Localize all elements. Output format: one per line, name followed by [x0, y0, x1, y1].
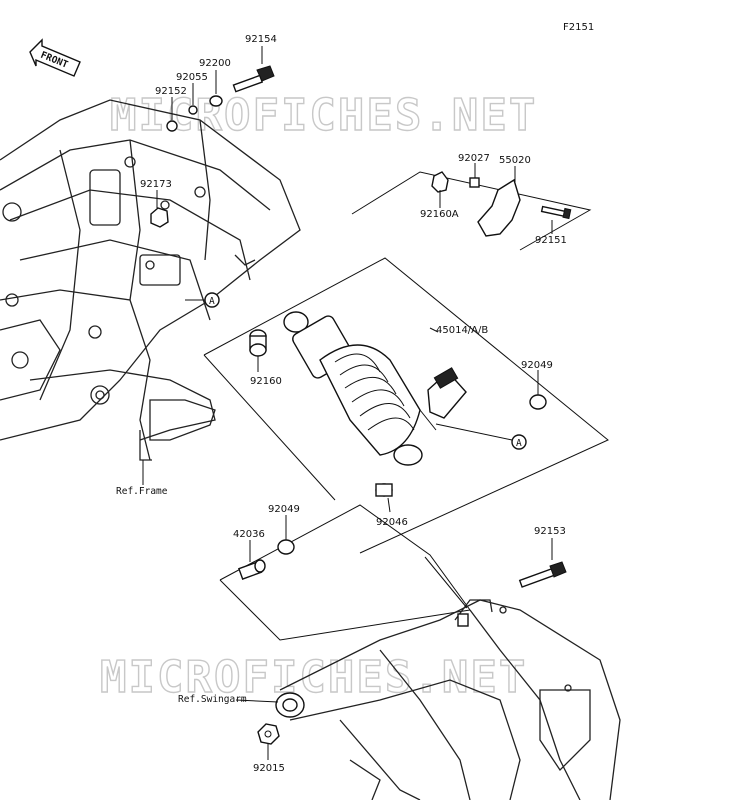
bolt-92153: [518, 561, 567, 588]
part-label-92151: 92151: [535, 235, 567, 246]
part-label-45014: 45014/A/B: [436, 325, 488, 336]
part-label-92160: 92160: [250, 376, 282, 387]
ref-swingarm-label: Ref.Swingarm: [178, 694, 247, 705]
nut-92015: [257, 723, 280, 745]
seal-92049-upper: [529, 394, 547, 410]
collar-42036: [237, 559, 266, 580]
guard-55020: [477, 178, 521, 237]
part-label-92049-upper: 92049: [521, 360, 553, 371]
part-label-92153: 92153: [534, 526, 566, 537]
part-label-92049-lower: 92049: [268, 504, 300, 515]
bushing-92160: [249, 329, 267, 357]
part-label-92055: 92055: [176, 72, 208, 83]
part-label-92152: 92152: [155, 86, 187, 97]
bushing-92160A: [431, 171, 449, 193]
watermark-top: MICROFICHES.NET: [110, 90, 537, 141]
front-arrow-icon: FRONT: [29, 38, 81, 77]
callout-a-frame: [204, 292, 220, 308]
seal-92049-lower: [277, 539, 295, 555]
oring-92055: [188, 105, 198, 115]
part-label-42036: 42036: [233, 529, 265, 540]
frame-assembly: [0, 99, 301, 461]
bushing-92046: [375, 483, 393, 497]
ref-frame-label: Ref.Frame: [116, 486, 168, 497]
part-label-92200: 92200: [199, 58, 231, 69]
diagram-id: F2151: [563, 22, 594, 33]
bolt-92154: [232, 65, 275, 93]
part-label-92154: 92154: [245, 34, 277, 45]
part-label-92173: 92173: [140, 179, 172, 190]
swingarm-assembly: [275, 599, 621, 800]
watermark-bottom: MICROFICHES.NET: [100, 652, 527, 703]
callout-a-shock: [511, 434, 527, 450]
washer-92200: [209, 95, 223, 107]
callout-a-frame-label: A: [209, 296, 215, 307]
shock-absorber-45014: [283, 311, 467, 466]
nut-92173: [150, 207, 169, 228]
part-label-92046: 92046: [376, 517, 408, 528]
collar-92152: [166, 120, 178, 132]
part-label-92015: 92015: [253, 763, 285, 774]
part-label-92027: 92027: [458, 153, 490, 164]
callout-a-shock-label: A: [516, 438, 522, 449]
part-label-92160A: 92160A: [420, 209, 459, 220]
collar-92027: [469, 177, 480, 188]
part-label-55020: 55020: [499, 155, 531, 166]
bolt-92151: [540, 205, 572, 220]
